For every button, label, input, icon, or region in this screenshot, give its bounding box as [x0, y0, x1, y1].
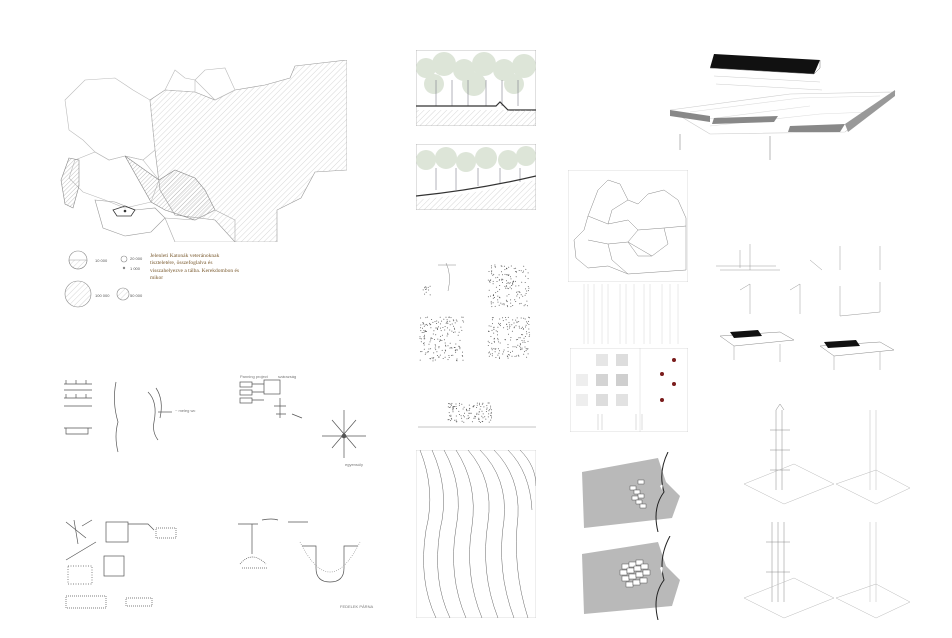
sketch-flow [232, 366, 372, 476]
forest-section-bottom [416, 144, 536, 210]
flow-small: egyensúly [345, 462, 364, 467]
scale-label-2: 20 000 [130, 256, 143, 261]
structure-axonometric-sequence [710, 240, 900, 380]
europe-hatched-map [55, 60, 347, 242]
flow-title: Panning project [240, 374, 268, 379]
terrain-plan-top [578, 452, 680, 532]
contour-map [416, 450, 536, 618]
scale-label-1: 10 000 [95, 258, 108, 263]
column-detail-top [740, 400, 910, 510]
flow-sub: szárazság [278, 374, 297, 379]
legend-description: Jelenleti Katonák veteránoknak tisztelet… [150, 253, 240, 281]
legend-circles [60, 246, 140, 308]
stipple-density-diagrams [418, 255, 536, 435]
vertical-lines-panel [574, 284, 686, 344]
scale-label-3: 1 000 [130, 266, 141, 271]
axonometric-platform [670, 40, 900, 160]
scale-label-4: 100 000 [95, 293, 110, 298]
sketch-kitchen [58, 372, 203, 472]
sketch-pit [232, 512, 377, 617]
sketch-layers [58, 512, 203, 617]
pit-note: FEDELEK PÁRNA [340, 604, 374, 609]
forest-section-top [416, 50, 536, 126]
europe-outline-map [568, 170, 688, 282]
density-grid [570, 348, 688, 432]
terrain-plan-bottom [578, 536, 680, 620]
scale-label-5: 50 000 [130, 293, 143, 298]
kitchen-note: ~ meleg wc [175, 408, 196, 413]
column-detail-bottom [740, 512, 910, 624]
